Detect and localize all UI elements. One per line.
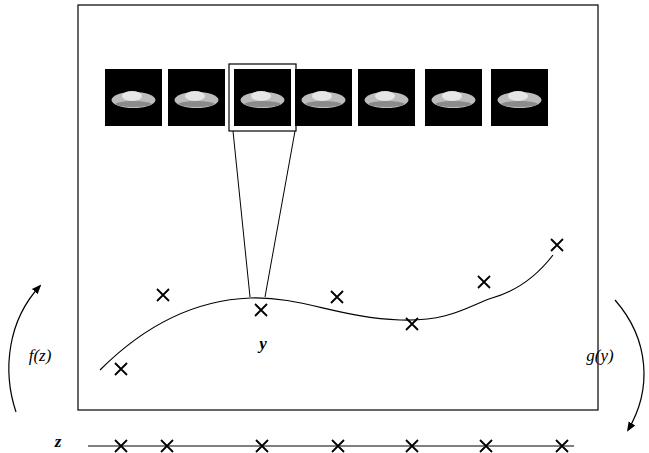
mapping-label: f(z)	[29, 347, 52, 364]
mapping-arrow-g	[615, 300, 644, 430]
data-points	[115, 239, 563, 375]
latent-axis	[88, 440, 574, 452]
data-point-label: y	[259, 335, 267, 352]
axis-label: z	[55, 433, 62, 450]
data-space-frame	[78, 5, 598, 410]
zoom-lines	[233, 131, 295, 297]
car-images	[105, 64, 548, 131]
manifold-curve	[100, 255, 553, 370]
mapping-label: g(y)	[586, 347, 613, 364]
